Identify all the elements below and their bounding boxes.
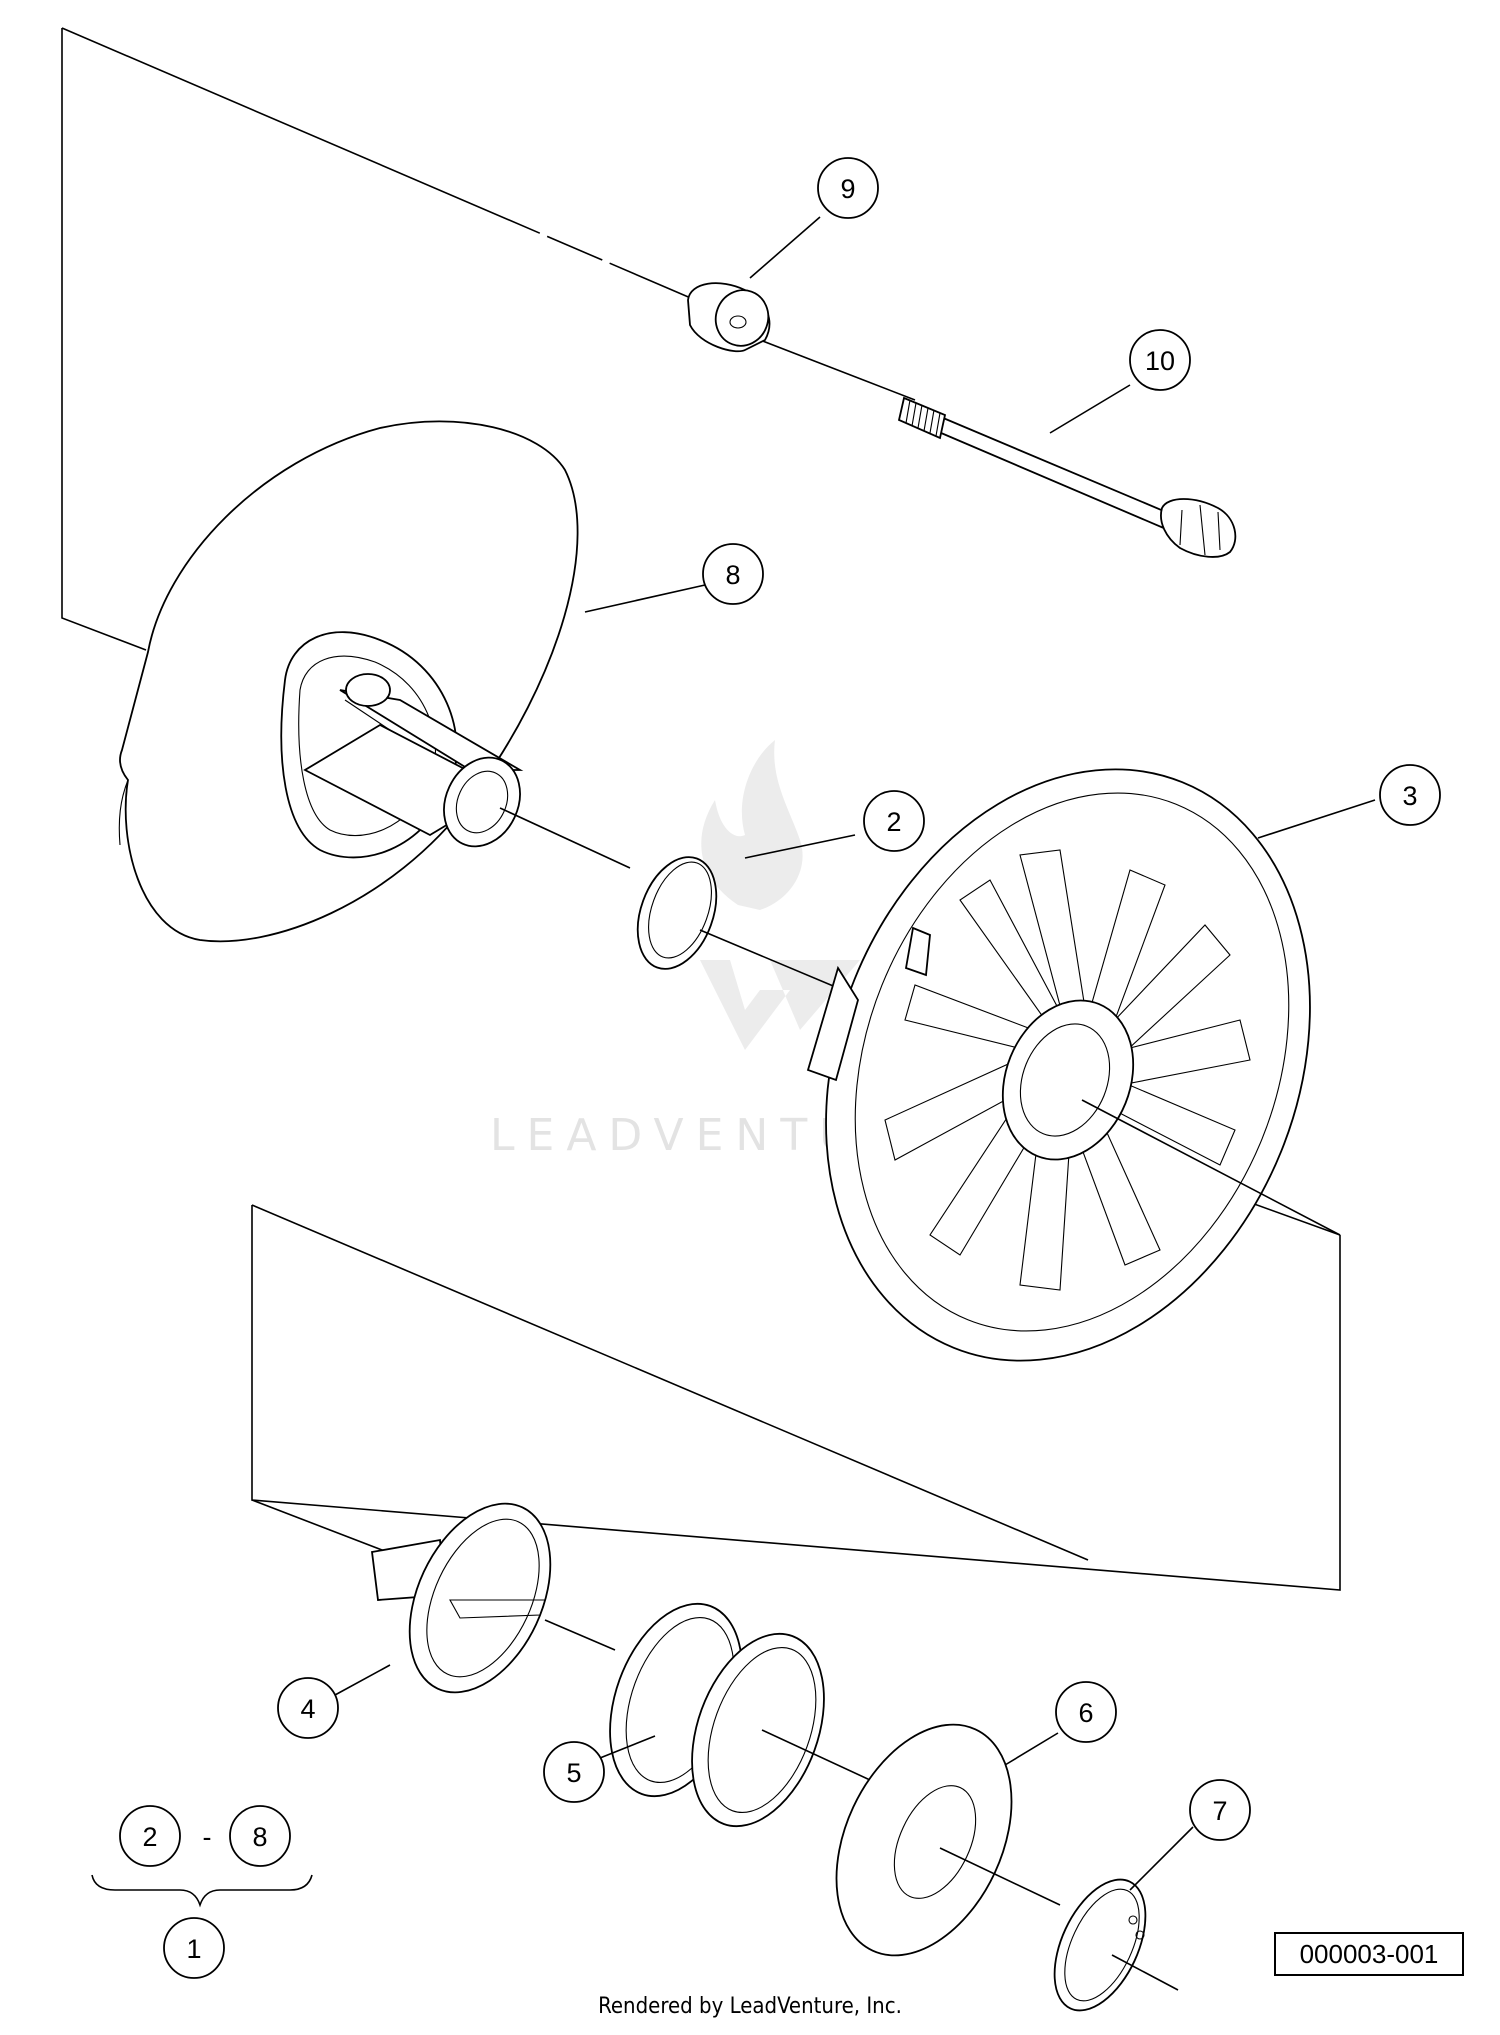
assembly-range-group: 2 - 8 1 (91, 1805, 313, 1979)
part-6-washer-plate (835, 1723, 1061, 1957)
callout-10[interactable]: 10 (1129, 329, 1191, 391)
callout-7[interactable]: 7 (1189, 1779, 1251, 1841)
part-2-ring (636, 856, 718, 970)
watermark-logo-v (700, 960, 860, 1050)
range-to-callout[interactable]: 8 (229, 1805, 291, 1867)
part-4-spring-cup (371, 1502, 616, 1694)
range-brace (91, 1874, 313, 1908)
sheave-ribs (884, 849, 1251, 1291)
drawing-number-box: 000003-001 (1274, 1932, 1464, 1976)
callout-9[interactable]: 9 (817, 157, 879, 219)
callout-8-label: 8 (725, 560, 740, 590)
callout-7-label: 7 (1212, 1796, 1227, 1826)
callout-3-label: 3 (1402, 781, 1417, 811)
range-to-label: 8 (252, 1822, 267, 1852)
callout-5-label: 5 (566, 1758, 581, 1788)
callout-4[interactable]: 4 (277, 1677, 339, 1739)
callout-2[interactable]: 2 (863, 790, 925, 852)
watermark-logo-flame (701, 740, 803, 910)
callout-1-label: 1 (186, 1934, 201, 1964)
render-credit: Rendered by LeadVenture, Inc. (598, 1994, 902, 2019)
callout-leaders (334, 216, 1376, 1891)
callout-5[interactable]: 5 (543, 1741, 605, 1803)
range-from-label: 2 (142, 1822, 157, 1852)
range-from-callout[interactable]: 2 (119, 1805, 181, 1867)
callout-10-label: 10 (1145, 346, 1175, 376)
callout-8[interactable]: 8 (702, 543, 764, 605)
part-10-bolt (897, 396, 1237, 558)
callout-2-label: 2 (886, 807, 901, 837)
range-dash: - (203, 1822, 212, 1852)
callout-3[interactable]: 3 (1379, 764, 1441, 826)
part-5-spring (609, 1602, 871, 1828)
part-9-washer (687, 282, 771, 353)
part-8-fixed-sheave (118, 420, 631, 943)
callout-1[interactable]: 1 (163, 1917, 225, 1979)
callout-9-label: 9 (840, 174, 855, 204)
part-3-moveable-sheave (806, 768, 1341, 1362)
callout-6-label: 6 (1078, 1698, 1093, 1728)
callout-4-label: 4 (300, 1694, 315, 1724)
callout-6[interactable]: 6 (1055, 1681, 1117, 1743)
part-7-snap-ring (1053, 1878, 1179, 2012)
